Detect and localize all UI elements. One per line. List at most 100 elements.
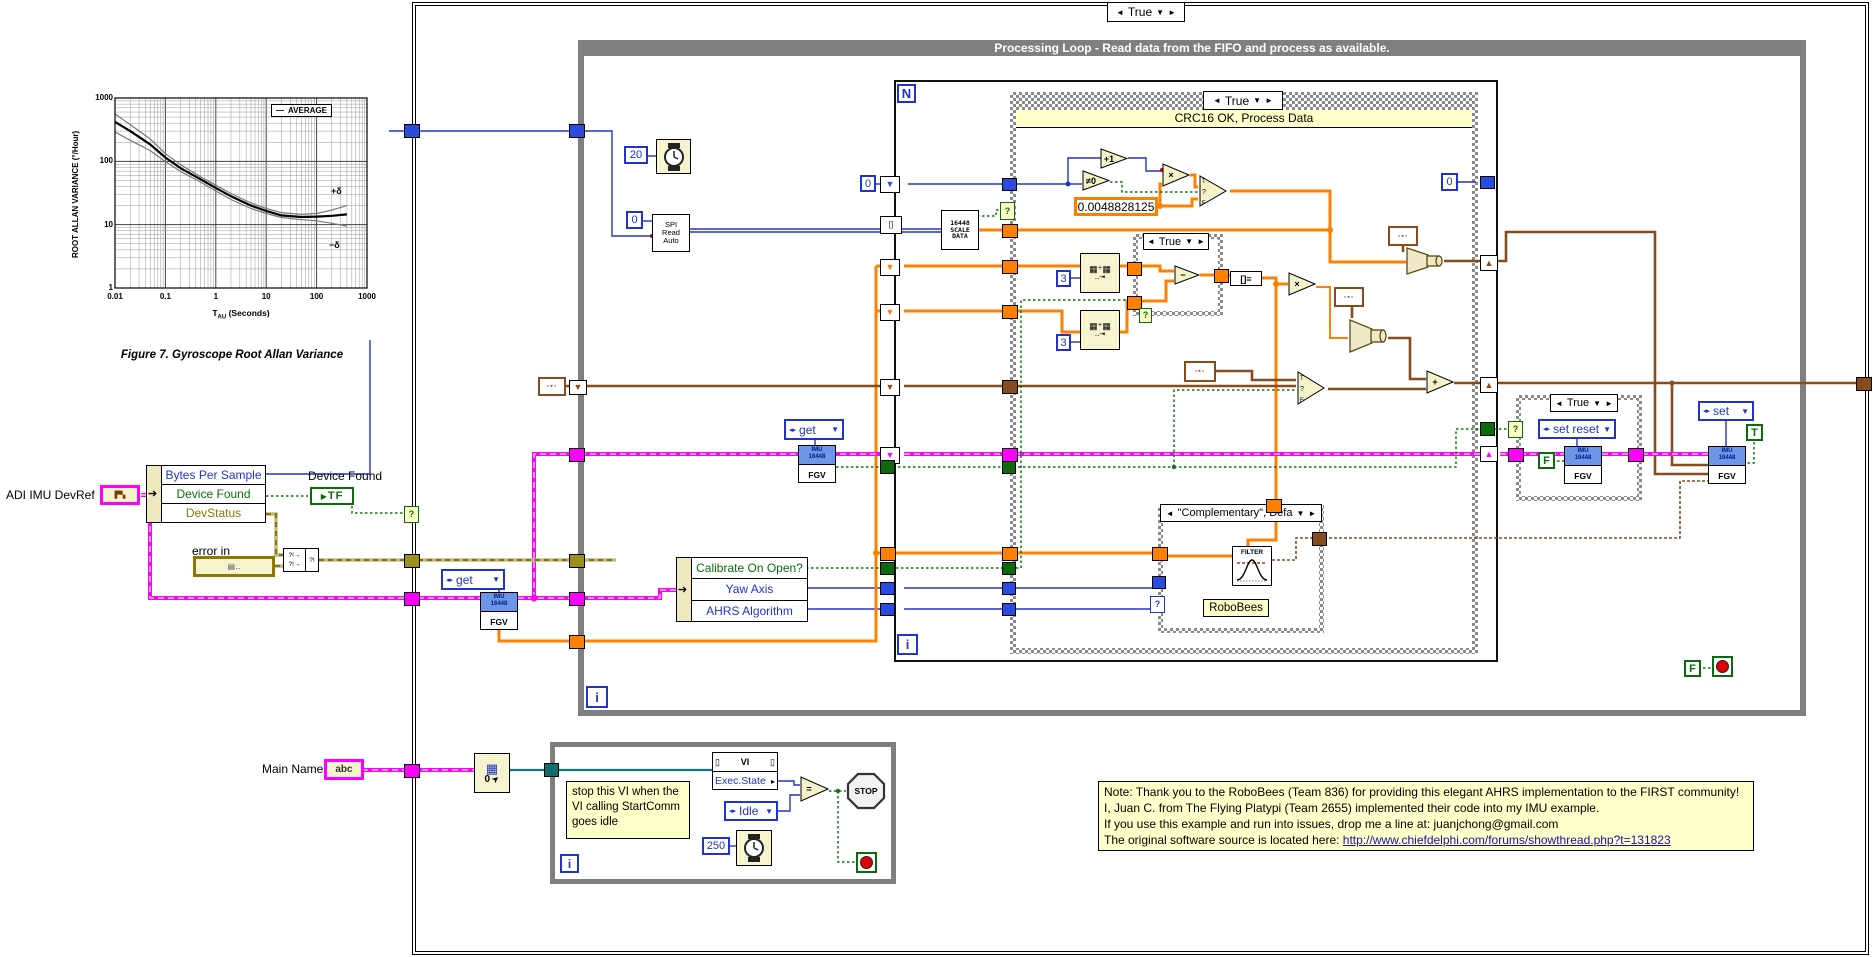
idle-enum-constant[interactable]: ◂▸ Idle ▼ [724, 801, 778, 821]
unbundle-row-yaw[interactable]: Yaw Axis [692, 579, 807, 601]
dropdown-icon[interactable]: ▼ [1593, 398, 1602, 408]
local-variable-icon[interactable]: ▫▪▫ [1184, 361, 1216, 382]
unbundle-row-found[interactable]: Device Found [162, 485, 265, 504]
exec-state-property[interactable]: Exec.State [715, 775, 766, 787]
unbundle-row-calibrate[interactable]: Calibrate On Open? [692, 558, 807, 580]
case-prev-icon[interactable]: ◄ [1213, 96, 1221, 105]
wait-ms-constant[interactable]: 250 [702, 837, 730, 855]
robobees-label: RoboBees [1203, 599, 1269, 617]
fgv-subvi[interactable]: IMU 16448 FGV [480, 592, 518, 630]
unbundle-row-bytes[interactable]: Bytes Per Sample [162, 466, 265, 485]
spi-read-auto-subvi[interactable]: SPI Read Auto [652, 214, 690, 252]
wait-ms-constant[interactable]: 20 [624, 146, 648, 164]
false-constant[interactable]: F [1684, 660, 1701, 677]
enum-arrows-icon: ◂▸ [1703, 408, 1711, 415]
array-subset-node[interactable]: ▦⁺▦ ‥⇥ [1080, 310, 1120, 350]
scale-factor-constant[interactable]: 0.0048828125 [1074, 197, 1158, 216]
local-variable-icon[interactable]: ▫▪▫ [538, 377, 566, 396]
three-constant[interactable]: 3 [1056, 334, 1071, 351]
case-next-icon[interactable]: ► [1605, 398, 1613, 408]
spi-zero-constant[interactable]: 0 [626, 211, 643, 229]
x-tick-label: 0.1 [159, 292, 171, 301]
get-enum-constant[interactable]: ◂▸ get ▼ [784, 419, 844, 440]
multiply-node[interactable]: × [1162, 163, 1190, 187]
increment-node[interactable]: +1 [1100, 148, 1128, 169]
local-variable-icon[interactable]: ▫▪▫ [1388, 226, 1418, 246]
select-node[interactable]: T ? F [1198, 174, 1232, 208]
note-line: The original software source is located … [1104, 833, 1343, 847]
fgv-subvi[interactable]: IMU 16448 FGV [1708, 446, 1746, 484]
not-equal-zero-node[interactable]: ≠0 [1082, 170, 1110, 191]
case-prev-icon[interactable]: ◄ [1116, 7, 1124, 17]
loop-iteration-terminal[interactable]: i [560, 854, 579, 873]
scale-data-subvi[interactable]: 16448 SCALE DATA [941, 210, 979, 250]
case-next-icon[interactable]: ► [1168, 7, 1176, 17]
source-link[interactable]: http://www.chiefdelphi.com/forums/showth… [1342, 833, 1671, 847]
set-reset-enum-constant[interactable]: ◂▸ set reset ▼ [1538, 419, 1616, 439]
dropdown-icon: ▼ [831, 425, 839, 434]
index-array-node[interactable]: []≡ [1230, 271, 1262, 286]
add-node[interactable]: + [1426, 370, 1454, 394]
convert-funnel-node[interactable] [1348, 316, 1388, 356]
shift-register-init-constant[interactable]: 0 [860, 175, 876, 192]
tunnel [569, 554, 585, 568]
case-next-icon[interactable]: ► [1308, 508, 1317, 518]
main-name-string-control[interactable]: abc [324, 759, 364, 780]
subtract-node[interactable]: − [1174, 265, 1200, 285]
wait-ms-node[interactable] [736, 830, 772, 866]
case-next-icon[interactable]: ► [1265, 96, 1273, 105]
crc-case-selector[interactable]: ◄ True ▼ ► [1203, 91, 1283, 110]
fgv-imu: IMU [493, 594, 505, 600]
unbundle-config[interactable]: ➔ Calibrate On Open? Yaw Axis AHRS Algor… [676, 557, 808, 622]
merge-errors-node[interactable]: ?!→ ?!→ ?! [283, 548, 319, 572]
small-case-selector[interactable]: ◄ True ▼ ► [1143, 233, 1209, 250]
dropdown-icon[interactable]: ▼ [1296, 508, 1305, 518]
loop-condition-terminal[interactable] [1712, 656, 1733, 677]
tunnel [880, 582, 895, 595]
case-next-icon[interactable]: ► [1197, 237, 1205, 246]
fgv-subvi[interactable]: IMU 16448 FGV [1564, 446, 1602, 484]
filter-subvi[interactable]: FILTER [1232, 546, 1272, 586]
error-in-control[interactable]: ▤‥ [193, 556, 275, 577]
equal-node[interactable]: = [800, 776, 829, 802]
three-constant[interactable]: 3 [1056, 270, 1071, 287]
zero-constant-right[interactable]: 0 [1441, 173, 1458, 191]
open-vi-reference-node[interactable]: ▦ 0 ➤ [474, 753, 510, 793]
convert-funnel-node[interactable] [1406, 246, 1444, 276]
chart-legend: — AVERAGE [271, 104, 332, 117]
tunnel [1152, 547, 1168, 561]
unbundle-row-ahrs[interactable]: AHRS Algorithm [706, 603, 793, 618]
loop-iteration-terminal[interactable]: i [586, 686, 608, 708]
dropdown-icon[interactable]: ▼ [1156, 7, 1165, 17]
multiply-node-2[interactable]: × [1288, 272, 1316, 296]
figure-caption: Figure 7. Gyroscope Root Allan Variance [120, 349, 344, 361]
idle-enum-value: Idle [739, 804, 759, 818]
stop-function-node[interactable]: STOP [846, 772, 886, 810]
unbundle-row-status[interactable]: DevStatus [185, 506, 242, 520]
select-node-2[interactable]: T ? F [1296, 370, 1330, 406]
dropdown-icon[interactable]: ▼ [1185, 237, 1194, 246]
array-subset-node[interactable]: ▦⁺▦ ‥⇥ [1080, 253, 1120, 293]
devref-cluster-control[interactable]: ▛▚ [100, 485, 140, 505]
wait-ms-node[interactable] [656, 139, 691, 174]
fgv-subvi[interactable]: IMU 16448 FGV [798, 445, 836, 483]
loop-count-terminal[interactable]: N [897, 84, 916, 103]
true-constant[interactable]: T [1746, 424, 1763, 441]
outer-case-selector[interactable]: ◄ True ▼ ► [1107, 2, 1185, 22]
complementary-case-selector[interactable]: ◄ "Complementary", Defa ▼ ► [1160, 504, 1322, 522]
vi-property-node[interactable]: ▯ VI ▯ Exec.State ▸ [712, 752, 778, 790]
set-enum-constant[interactable]: ◂▸ set ▼ [1698, 401, 1754, 421]
inner-iteration-terminal[interactable]: i [897, 634, 918, 655]
get-enum-constant[interactable]: ◂▸ get ▼ [441, 569, 505, 590]
set-reset-case-selector[interactable]: ◄ True ▼ ► [1550, 394, 1618, 412]
case-prev-icon[interactable]: ◄ [1147, 237, 1155, 246]
local-variable-icon[interactable]: ▫▪▫ [1334, 287, 1364, 307]
unbundle-devref[interactable]: ➔ Bytes Per Sample Device Found DevStatu… [146, 465, 266, 523]
device-found-indicator[interactable]: ▶ TF [310, 487, 354, 505]
y-tick-label: 1000 [95, 93, 113, 102]
case-prev-icon[interactable]: ◄ [1165, 508, 1174, 518]
case-prev-icon[interactable]: ◄ [1555, 398, 1563, 408]
false-constant[interactable]: F [1538, 452, 1555, 469]
loop-condition-terminal[interactable] [856, 852, 877, 873]
dropdown-icon[interactable]: ▼ [1253, 96, 1262, 105]
